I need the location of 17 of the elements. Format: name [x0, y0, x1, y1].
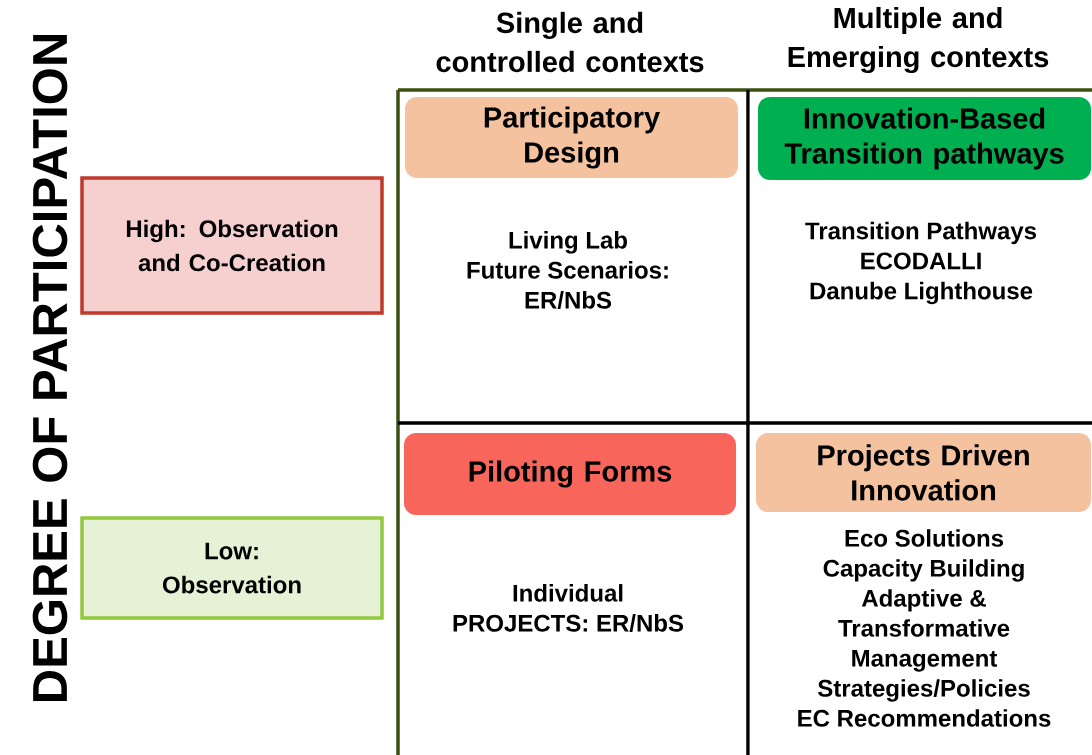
level-box: Low: Observation: [80, 516, 384, 620]
column-header: Multiple and Emerging contexts: [788, 6, 1049, 74]
cell-text: Eco Solutions Capacity Building Adaptive & Transformative Management Strategies/Policies EC Recommendations: [798, 529, 1051, 727]
quadrant-title-box: Projects Driven Innovation: [756, 433, 1091, 512]
column-header: Single and controlled contexts: [436, 11, 704, 73]
label: Capacity Building: [823, 559, 1024, 582]
quadrant-title-box: Innovation-Based Transition pathways: [758, 97, 1091, 180]
cell-text: Living Lab Future Scenarios: ER/NbS: [467, 231, 668, 309]
label: Adaptive & Transformative Management: [838, 589, 1010, 672]
label: EC Recommendations: [798, 709, 1051, 727]
axis-title: DEGREE OF PARTICIPATION: [32, 35, 68, 701]
level-box: High: Observation and Co-Creation: [80, 176, 384, 315]
quadrant-title-box: Piloting Forms: [404, 433, 736, 515]
label: Strategies/Policies: [817, 679, 1030, 702]
quadrant-title-box: Participatory Design: [405, 97, 738, 178]
cell-text: Transition Pathways ECODALLI Danube Lighthouse: [805, 221, 1037, 305]
cell-text: Individual PROJECTS: ER/NbS: [453, 584, 684, 632]
